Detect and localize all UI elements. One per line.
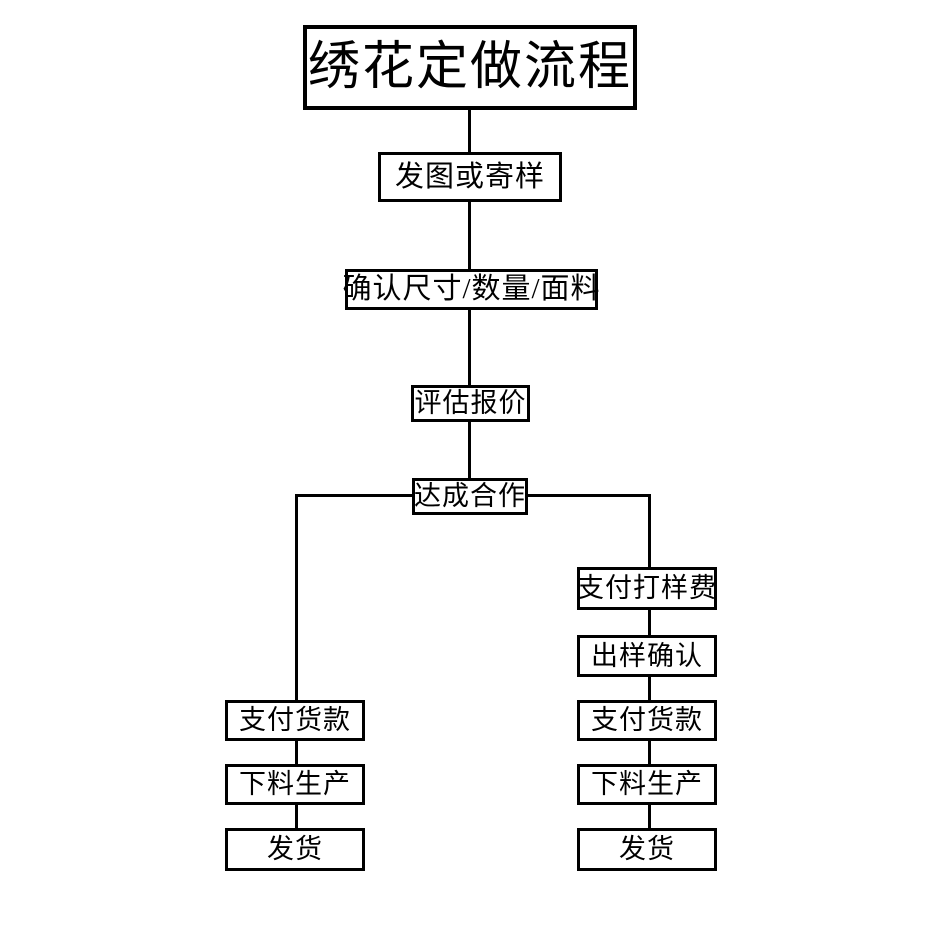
connector-send-to-confirm	[468, 200, 471, 271]
connector-right-pay-to-produce	[648, 739, 651, 766]
node-send-image-or-sample: 发图或寄样	[378, 152, 562, 202]
node-right-pay-goods: 支付货款	[577, 700, 717, 741]
connector-deal-to-left-branch	[295, 494, 415, 497]
node-left-ship: 发货	[225, 828, 365, 871]
node-right-sample-confirmation: 出样确认	[577, 635, 717, 677]
connector-quote-to-deal	[468, 420, 471, 480]
connector-left-pay-to-produce	[295, 739, 298, 766]
connector-right-sampleok-to-pay	[648, 676, 651, 702]
node-right-pay-sampling-fee: 支付打样费	[577, 567, 717, 610]
node-left-cut-and-produce: 下料生产	[225, 764, 365, 805]
node-right-cut-and-produce: 下料生产	[577, 764, 717, 805]
flowchart-title-node: 绣花定做流程	[303, 25, 637, 110]
connector-title-to-send	[468, 108, 471, 154]
node-reach-cooperation: 达成合作	[412, 478, 528, 515]
connector-left-branch-drop	[295, 494, 298, 703]
connector-left-produce-to-ship	[295, 803, 298, 830]
node-confirm-size-quantity-fabric: 确认尺寸/数量/面料	[342, 269, 600, 310]
node-left-pay-goods: 支付货款	[225, 700, 365, 741]
connector-deal-to-right-branch	[525, 494, 651, 497]
connector-right-branch-drop	[648, 494, 651, 569]
node-evaluate-quote: 评估报价	[411, 385, 530, 422]
node-right-ship: 发货	[577, 828, 717, 871]
connector-right-produce-to-ship	[648, 803, 651, 830]
connector-right-samplefee-to-sampleok	[648, 609, 651, 636]
connector-confirm-to-quote	[468, 308, 471, 387]
